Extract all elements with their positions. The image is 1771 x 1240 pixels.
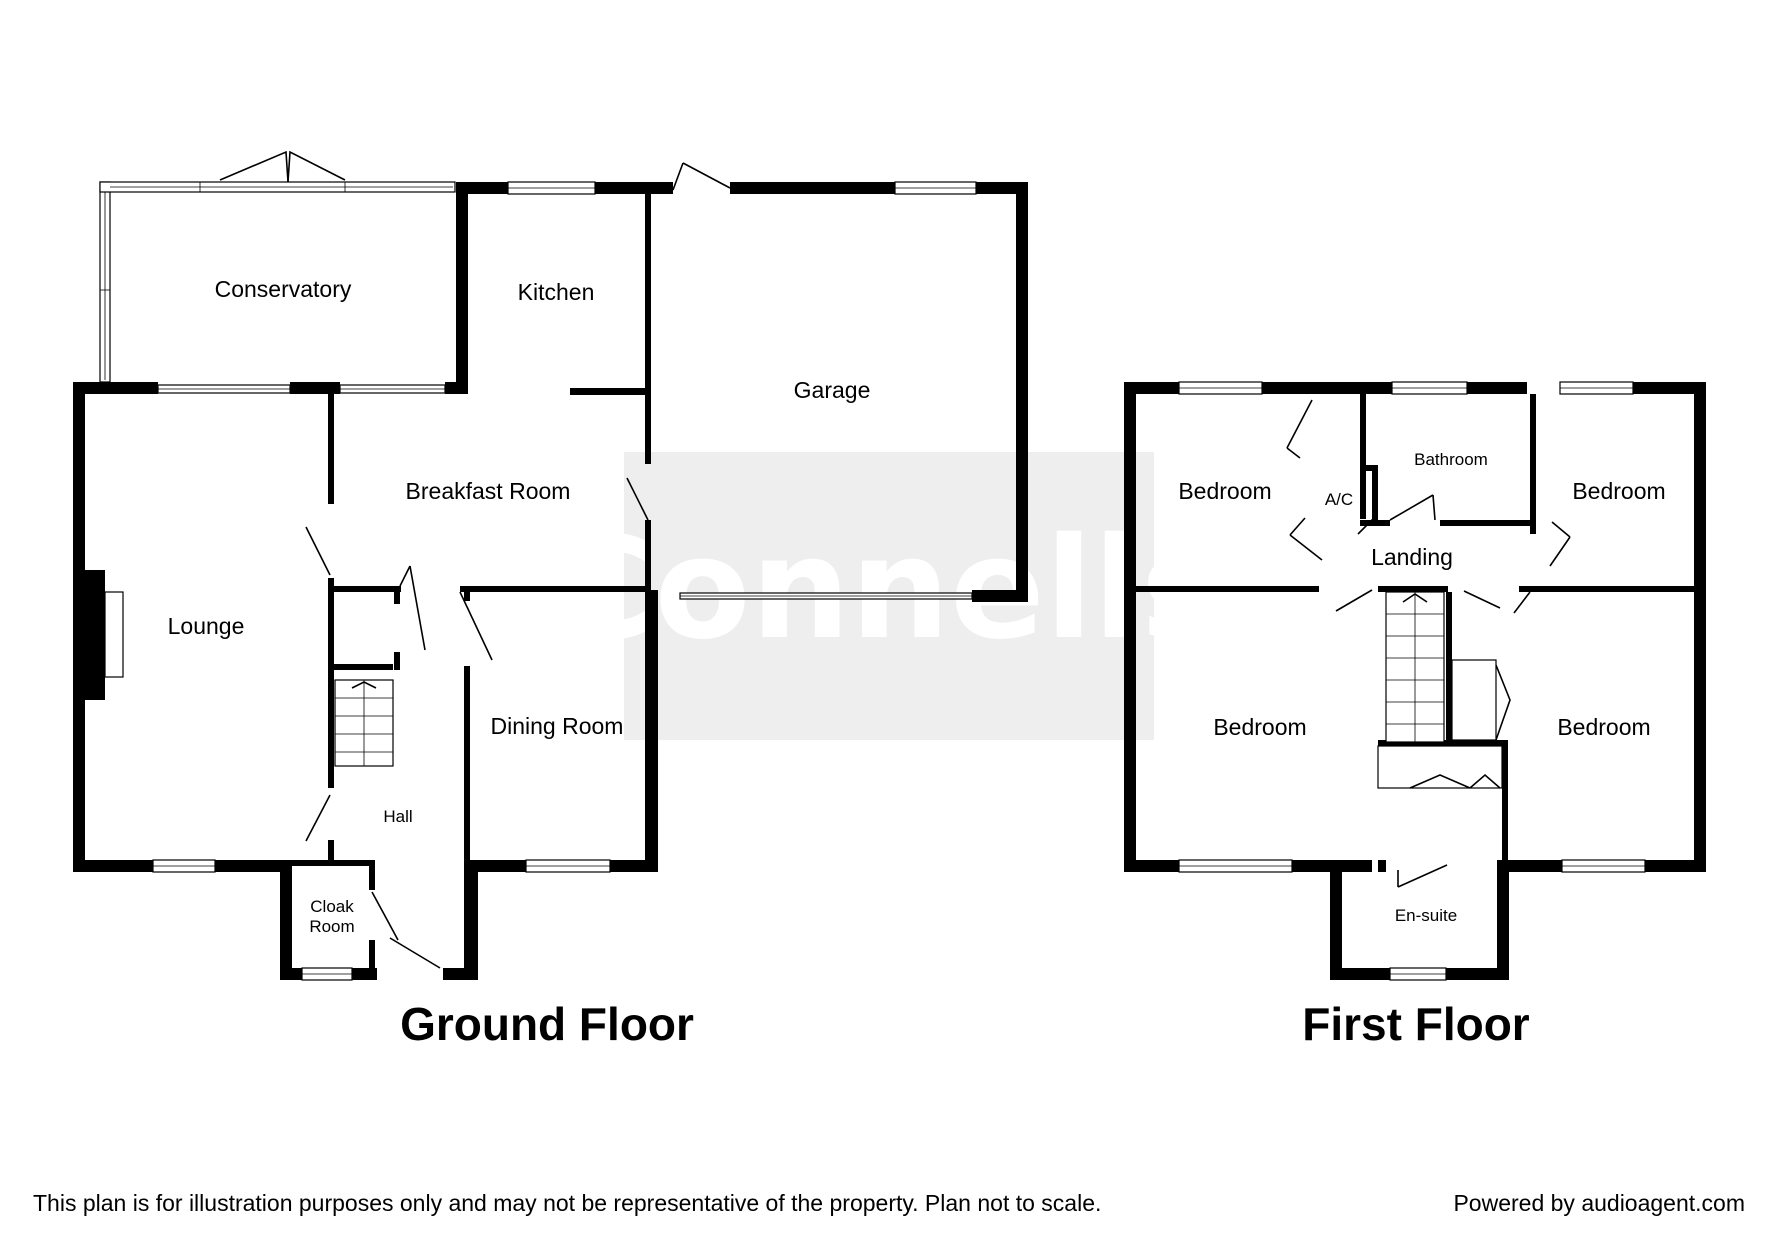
room-label-garage: Garage	[794, 377, 871, 403]
ground-floor-doors	[219, 150, 731, 969]
room-label-hall: Hall	[383, 807, 412, 826]
room-label-bedroom-bottom-right: Bedroom	[1557, 714, 1650, 740]
first-floor-windows	[1178, 381, 1646, 981]
ground-floor-title: Ground Floor	[400, 998, 694, 1050]
ground-floor-windows	[152, 181, 977, 981]
first-floor-stairs	[1385, 591, 1445, 743]
watermark-text: Connells	[552, 508, 1225, 671]
first-floor-doors	[1286, 399, 1571, 888]
room-label-kitchen: Kitchen	[518, 279, 595, 305]
first-floor-wardrobes	[1377, 659, 1511, 789]
ground-floor-plan: Conservatory Kitchen Garage Breakfast Ro…	[73, 150, 1028, 1050]
room-label-en-suite: En-suite	[1395, 906, 1457, 925]
room-label-bedroom-top-left: Bedroom	[1178, 478, 1271, 504]
room-label-lounge: Lounge	[168, 613, 245, 639]
watermark: Connells	[552, 452, 1225, 740]
room-label-bedroom-top-right: Bedroom	[1572, 478, 1665, 504]
powered-by-text: Powered by audioagent.com	[1453, 1190, 1745, 1216]
room-label-cloak-room-line1: Cloak	[310, 897, 354, 916]
ground-floor-stairs	[334, 679, 394, 767]
room-label-cloak-room-line2: Room	[309, 917, 354, 936]
conservatory-glazing	[99, 181, 456, 383]
disclaimer-text: This plan is for illustration purposes o…	[33, 1190, 1102, 1216]
room-label-breakfast-room: Breakfast Room	[406, 478, 571, 504]
room-label-landing: Landing	[1371, 544, 1453, 570]
room-label-bedroom-bottom-left: Bedroom	[1213, 714, 1306, 740]
room-label-ac: A/C	[1325, 490, 1353, 509]
room-label-dining-room: Dining Room	[491, 713, 624, 739]
room-label-conservatory: Conservatory	[215, 276, 352, 302]
first-floor-title: First Floor	[1302, 998, 1530, 1050]
first-floor-plan: Bedroom A/C Bathroom Bedroom Landing Bed…	[1124, 381, 1706, 1050]
room-label-bathroom: Bathroom	[1414, 450, 1488, 469]
